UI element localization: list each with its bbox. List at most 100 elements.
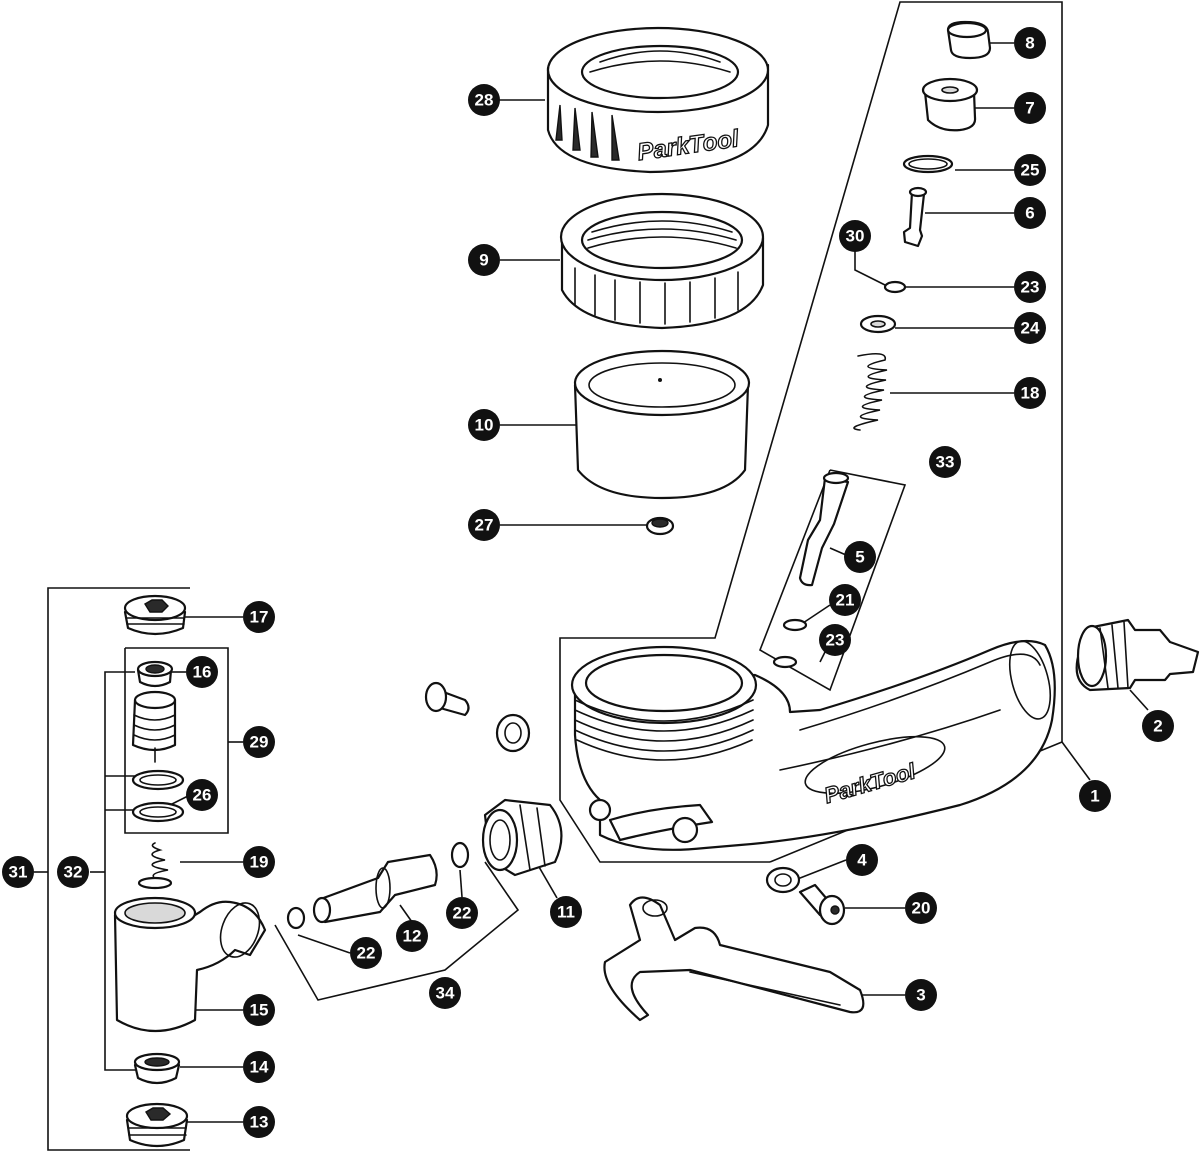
svg-text:5: 5 (855, 548, 864, 567)
callout-29: 29 (243, 726, 275, 758)
part-15-head-body (113, 896, 267, 1033)
svg-text:24: 24 (1021, 319, 1040, 338)
svg-text:22: 22 (357, 944, 376, 963)
part-29-valve-core (131, 690, 177, 763)
callout-1: 1 (1079, 780, 1111, 812)
callout-31: 31 (2, 856, 34, 888)
callout-18: 18 (1014, 377, 1046, 409)
svg-text:9: 9 (479, 251, 488, 270)
svg-text:7: 7 (1025, 99, 1034, 118)
knurling (574, 267, 739, 325)
callout-21: 21 (829, 584, 861, 616)
svg-text:34: 34 (436, 984, 455, 1003)
callout-20: 20 (905, 892, 937, 924)
part-26-o-rings (131, 769, 185, 823)
callout-5: 5 (844, 541, 876, 573)
part-12-piston (312, 853, 438, 924)
bracket-34 (274, 861, 520, 1001)
part-21-o-ring (782, 618, 808, 632)
part-19-spring (137, 842, 173, 890)
part-8-cap (946, 20, 992, 60)
part-25-o-ring (902, 154, 954, 174)
callout-34: 34 (429, 977, 461, 1009)
svg-text:28: 28 (475, 91, 494, 110)
svg-text:26: 26 (193, 786, 212, 805)
part-22-o-ring-right (450, 841, 470, 869)
part-28-gauge-cap: ParkTool (546, 26, 770, 174)
svg-text:18: 18 (1021, 384, 1040, 403)
svg-text:30: 30 (846, 227, 865, 246)
callout-19: 19 (243, 846, 275, 878)
callout-33: 33 (929, 446, 961, 478)
svg-text:19: 19 (250, 853, 269, 872)
part-23-o-ring-lower (772, 655, 798, 669)
callout-8: 8 (1014, 27, 1046, 59)
spacer (495, 713, 531, 753)
callout-markers: 8 7 25 6 30 23 24 18 33 5 21 23 28 9 10 … (2, 27, 1174, 1138)
callout-17: 17 (243, 601, 275, 633)
callout-13: 13 (243, 1106, 275, 1138)
part-9-lock-ring (559, 192, 765, 330)
bracket-31 (47, 587, 190, 1151)
part-22-o-ring-left (286, 906, 306, 930)
body-threads (574, 699, 754, 761)
svg-text:8: 8 (1025, 34, 1034, 53)
part-18-spring (853, 352, 888, 431)
svg-text:10: 10 (475, 416, 494, 435)
callout-22-right: 22 (446, 897, 478, 929)
part-2-fitting (1075, 618, 1200, 692)
bolt (424, 681, 470, 717)
part-3-lever (603, 896, 865, 1022)
svg-text:27: 27 (475, 516, 494, 535)
svg-text:1: 1 (1090, 787, 1099, 806)
svg-text:23: 23 (826, 631, 845, 650)
callout-30: 30 (839, 220, 871, 252)
svg-text:12: 12 (403, 927, 422, 946)
bracket-29 (124, 647, 229, 834)
callout-15: 15 (243, 994, 275, 1026)
part-14-washer (133, 1052, 181, 1085)
part-1-gauge-body: ParkTool (570, 639, 1056, 851)
part-5-plunger (798, 471, 850, 587)
callout-10: 10 (468, 409, 500, 441)
callout-4: 4 (846, 844, 878, 876)
part-17-plug (123, 594, 187, 636)
callout-23-lower: 23 (819, 624, 851, 656)
part-13-plug (125, 1102, 189, 1148)
callout-27: 27 (468, 509, 500, 541)
svg-text:16: 16 (193, 663, 212, 682)
bracket-32 (104, 671, 140, 1071)
callout-9: 9 (468, 244, 500, 276)
callout-32: 32 (57, 856, 89, 888)
svg-text:3: 3 (916, 986, 925, 1005)
callout-24: 24 (1014, 312, 1046, 344)
callout-12: 12 (396, 920, 428, 952)
svg-text:4: 4 (857, 851, 867, 870)
svg-text:31: 31 (9, 863, 28, 882)
svg-text:14: 14 (250, 1058, 269, 1077)
svg-text:29: 29 (250, 733, 269, 752)
callout-25: 25 (1014, 154, 1046, 186)
part-23-o-ring-upper (883, 280, 907, 294)
svg-text:20: 20 (912, 899, 931, 918)
callout-7: 7 (1014, 92, 1046, 124)
svg-text:13: 13 (250, 1113, 269, 1132)
callout-16: 16 (186, 656, 218, 688)
callout-11: 11 (550, 896, 582, 928)
part-20-screw (798, 883, 846, 926)
svg-text:23: 23 (1021, 278, 1040, 297)
part-16-seal (136, 660, 174, 688)
svg-text:21: 21 (836, 591, 855, 610)
part-6-pin (902, 186, 928, 248)
svg-text:11: 11 (557, 903, 575, 922)
callout-14: 14 (243, 1051, 275, 1083)
svg-text:6: 6 (1025, 204, 1034, 223)
svg-text:22: 22 (453, 904, 472, 923)
svg-text:25: 25 (1021, 161, 1040, 180)
part-7-cap (921, 77, 979, 132)
callout-22-left: 22 (350, 937, 382, 969)
svg-text:17: 17 (250, 608, 269, 627)
callout-28: 28 (468, 84, 500, 116)
part-24-washer (859, 314, 897, 334)
